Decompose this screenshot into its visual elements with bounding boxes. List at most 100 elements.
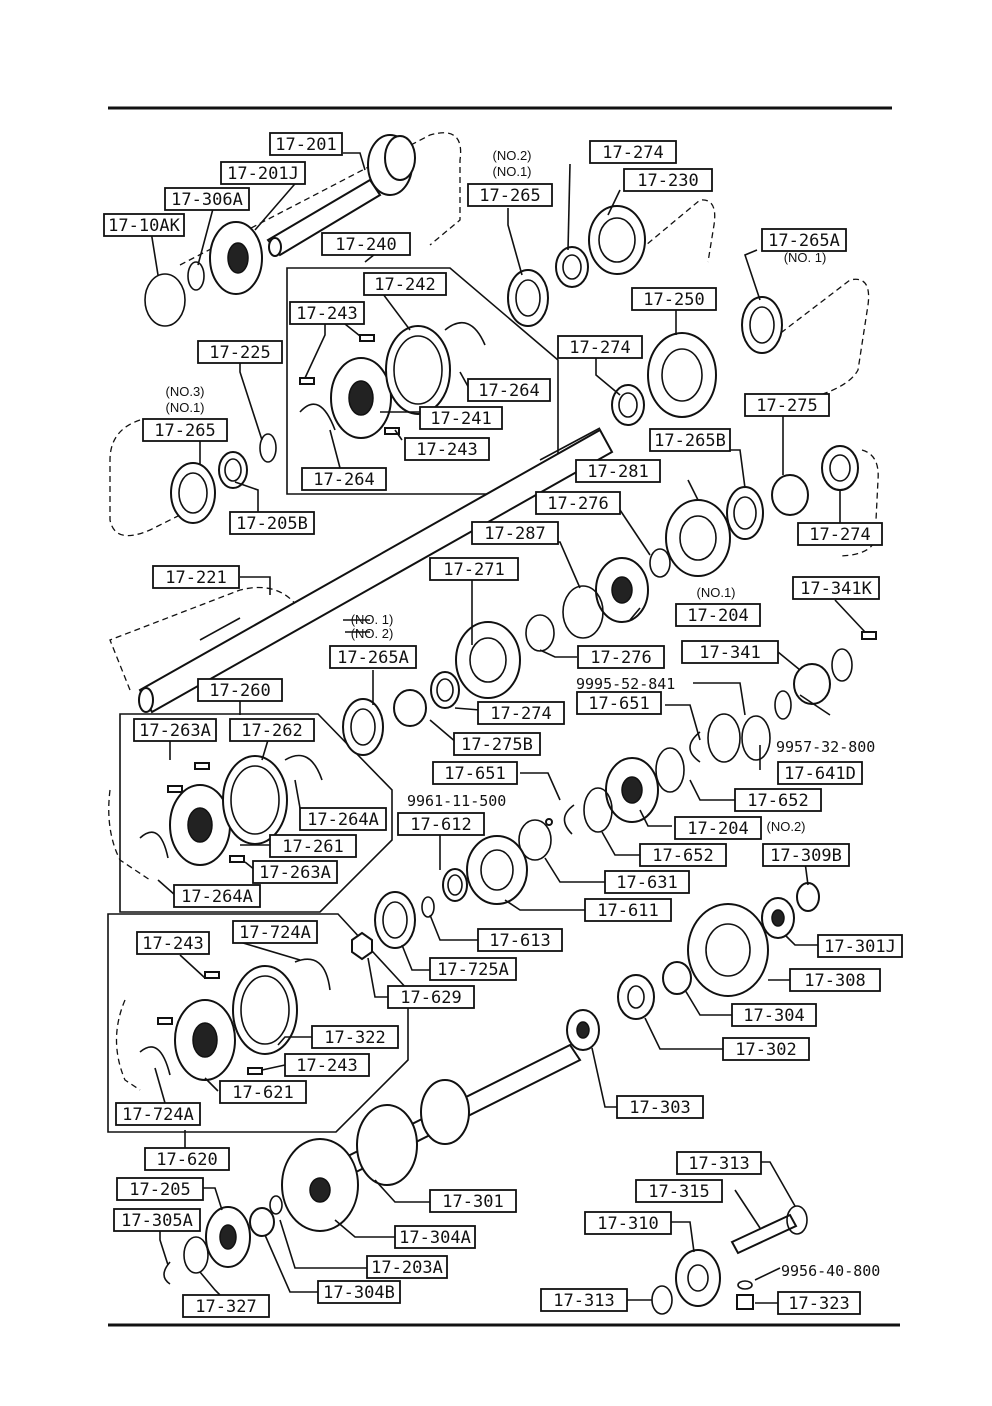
part-number-label: 17-275B bbox=[461, 735, 533, 755]
callout-243a: 17-243 bbox=[289, 301, 365, 325]
callout-box bbox=[232, 920, 318, 944]
callout-box bbox=[797, 522, 883, 546]
callout-box bbox=[477, 701, 565, 725]
main-shaft-icon bbox=[138, 427, 614, 714]
synchro-key-icon bbox=[194, 762, 210, 770]
callout-box bbox=[722, 1037, 810, 1061]
callout-box bbox=[467, 378, 551, 402]
callout-box bbox=[649, 428, 731, 452]
bearing-icon bbox=[205, 1206, 251, 1268]
callout-box bbox=[404, 437, 490, 461]
part-number-label: 17-302 bbox=[735, 1040, 796, 1060]
callout-204a: 17-204 bbox=[675, 603, 761, 627]
note-label: (NO.2) bbox=[767, 819, 806, 834]
counter-shaft-icon bbox=[338, 1043, 582, 1186]
part-number-label: 17-276 bbox=[547, 494, 608, 514]
callout-205B: 17-205B bbox=[229, 511, 315, 535]
callout-box bbox=[366, 1255, 448, 1279]
needle-bearing-icon bbox=[430, 671, 460, 709]
part-number-label: 17-264A bbox=[181, 887, 253, 907]
synchro-spring-icon bbox=[139, 831, 169, 859]
callout-261: 17-261 bbox=[269, 834, 357, 858]
callout-box bbox=[604, 870, 690, 894]
synchro-sleeve-icon bbox=[222, 755, 288, 845]
spacer-ring-icon bbox=[183, 1236, 209, 1274]
part-number-label: 17-221 bbox=[165, 568, 226, 588]
callout-313a: 17-313 bbox=[676, 1151, 762, 1175]
callout-304B: 17-304B bbox=[317, 1280, 401, 1304]
synchro-key-icon bbox=[204, 971, 220, 979]
group-outline-17-260 bbox=[119, 713, 393, 913]
snap-ring-icon bbox=[187, 261, 205, 291]
part-number-label: 17-306A bbox=[171, 190, 243, 210]
ball-icon bbox=[545, 818, 553, 826]
callout-box bbox=[817, 934, 903, 958]
part-number-label: 17-651 bbox=[444, 764, 505, 784]
part-number-label: 17-264 bbox=[313, 470, 374, 490]
callout-box bbox=[616, 1095, 704, 1119]
gear-icon bbox=[466, 835, 528, 905]
dash-path-620 bbox=[115, 999, 141, 1091]
needle-bearing-icon bbox=[442, 868, 468, 902]
callout-262: 17-262 bbox=[229, 718, 315, 742]
callout-box bbox=[136, 931, 210, 955]
note-label: (NO.3) bbox=[166, 384, 205, 399]
callout-263Ab: 17-263A bbox=[252, 860, 338, 884]
part-number-label: 17-230 bbox=[637, 171, 698, 191]
part-number-label: 17-264 bbox=[478, 381, 539, 401]
note-label: (NO. 1) bbox=[351, 612, 394, 627]
part-number-label: 17-287 bbox=[484, 524, 545, 544]
spacer-ring-icon bbox=[741, 715, 771, 761]
callout-265a: 17-265 bbox=[142, 418, 228, 442]
synchro-sleeve-icon bbox=[385, 325, 451, 415]
callout-611: 17-611 bbox=[584, 898, 672, 922]
callout-box bbox=[144, 1147, 230, 1171]
synchro-ring-icon bbox=[170, 462, 216, 524]
callout-265Ab: 17-265A bbox=[329, 645, 417, 669]
synchro-key-icon bbox=[359, 334, 375, 342]
synchro-hub-icon bbox=[174, 999, 236, 1081]
synchro-key-icon bbox=[167, 785, 183, 793]
snap-ring-icon bbox=[774, 690, 792, 720]
callout-221: 17-221 bbox=[152, 565, 240, 589]
callout-box bbox=[731, 1003, 817, 1027]
callout-box bbox=[284, 1053, 370, 1077]
synchro-ring-icon bbox=[507, 269, 549, 327]
callout-box bbox=[429, 557, 519, 581]
callout-651b: 17-651 bbox=[432, 761, 518, 785]
callout-box bbox=[577, 645, 665, 669]
part-number-label: 17-305A bbox=[121, 1211, 193, 1231]
part-number-label: 17-10AK bbox=[108, 216, 180, 236]
callout-box bbox=[429, 1189, 517, 1213]
note-label: (NO.1) bbox=[697, 585, 736, 600]
callout-box bbox=[777, 761, 863, 785]
callout-box bbox=[142, 418, 228, 442]
callout-box bbox=[471, 521, 559, 545]
synchro-spring-icon bbox=[294, 958, 331, 991]
callout-302: 17-302 bbox=[722, 1037, 810, 1061]
part-number-label: 17-262 bbox=[241, 721, 302, 741]
part-number-label: 17-613 bbox=[489, 931, 550, 951]
callout-651a: 17-651 bbox=[576, 691, 662, 715]
callout-box bbox=[289, 301, 365, 325]
callout-box bbox=[429, 957, 517, 981]
part-number-label: 17-265 bbox=[479, 186, 540, 206]
callout-box bbox=[589, 140, 677, 164]
callout-263Aa: 17-263A bbox=[133, 718, 217, 742]
part-number-label: 17-265B bbox=[654, 431, 726, 451]
callout-264a: 17-264 bbox=[467, 378, 551, 402]
synchro-hub-icon bbox=[169, 784, 231, 866]
callout-box bbox=[220, 161, 306, 185]
callout-724Ab: 17-724A bbox=[115, 1102, 201, 1126]
bearing-icon bbox=[761, 897, 795, 939]
callout-box bbox=[681, 640, 779, 664]
part-number-label: 17-274 bbox=[569, 338, 630, 358]
callout-box bbox=[419, 406, 503, 430]
callout-304A: 17-304A bbox=[394, 1225, 476, 1249]
part-number-label: 17-315 bbox=[648, 1182, 709, 1202]
spacer-ring-icon bbox=[583, 787, 613, 833]
part-number-label: 17-271 bbox=[443, 560, 504, 580]
gear-icon bbox=[665, 499, 731, 577]
part-number-label: 17-341K bbox=[800, 579, 872, 599]
callout-box bbox=[576, 691, 662, 715]
